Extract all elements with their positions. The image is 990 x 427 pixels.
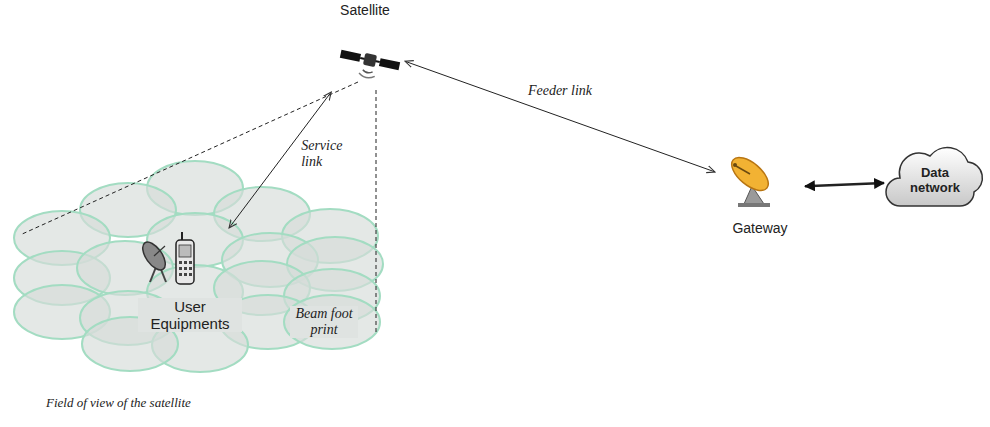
user-dish-icon (138, 238, 169, 282)
node-label: Gateway (730, 220, 789, 236)
user-dish-icon (138, 238, 169, 273)
satellite-icon (363, 53, 377, 67)
phone-icon (189, 261, 192, 264)
phone-icon (179, 261, 182, 264)
link-arrow (805, 183, 884, 186)
phone-icon (184, 261, 187, 264)
phone-icon (179, 273, 182, 276)
phone-icon (176, 240, 194, 284)
data-network-cloud (886, 148, 982, 206)
node-label: Satellite (338, 2, 392, 18)
satellite-icon (379, 58, 400, 70)
beam-footprints (14, 161, 383, 372)
cloud-node: Data network (884, 142, 986, 220)
field-of-view-lines (376, 90, 377, 332)
field-of-view-lines (20, 82, 358, 235)
link-arrow (405, 61, 715, 172)
phone-icon (184, 267, 187, 270)
node-label: User Equipments (138, 298, 242, 333)
link-label: Service link (300, 138, 352, 170)
user-dish-icon (154, 246, 165, 256)
gateway-dish-icon (733, 163, 737, 167)
data-network-cloud (886, 148, 982, 206)
satellite-icon (362, 70, 372, 74)
phone-icon (176, 232, 194, 284)
link-label: Feeder link (527, 83, 593, 99)
gateway-dish-icon (726, 151, 774, 196)
phone-icon (179, 245, 191, 257)
satellite-icon (358, 73, 374, 79)
node-label: Data network (901, 166, 969, 196)
phone-icon (184, 273, 187, 276)
footprint-label: Beam foot print (290, 306, 358, 338)
beam-footprint (284, 295, 380, 349)
gateway-dish-icon (726, 151, 774, 207)
satellite-node: Satellite (325, 2, 405, 92)
gateway-dish-icon (738, 203, 770, 207)
field-of-view-label: Field of view of the satellite (45, 396, 192, 411)
gateway-dish-icon (736, 166, 750, 174)
phone-icon (179, 261, 192, 276)
phone-icon (189, 273, 192, 276)
satellite-icon (340, 50, 361, 62)
satellite-icon (337, 48, 401, 84)
user-equipment-node: User Equipments (130, 228, 250, 332)
gateway-node: Gateway (715, 140, 805, 236)
field-of-view-lines (20, 82, 376, 332)
phone-icon (189, 267, 192, 270)
phone-icon (181, 232, 183, 240)
phone-icon (179, 267, 182, 270)
